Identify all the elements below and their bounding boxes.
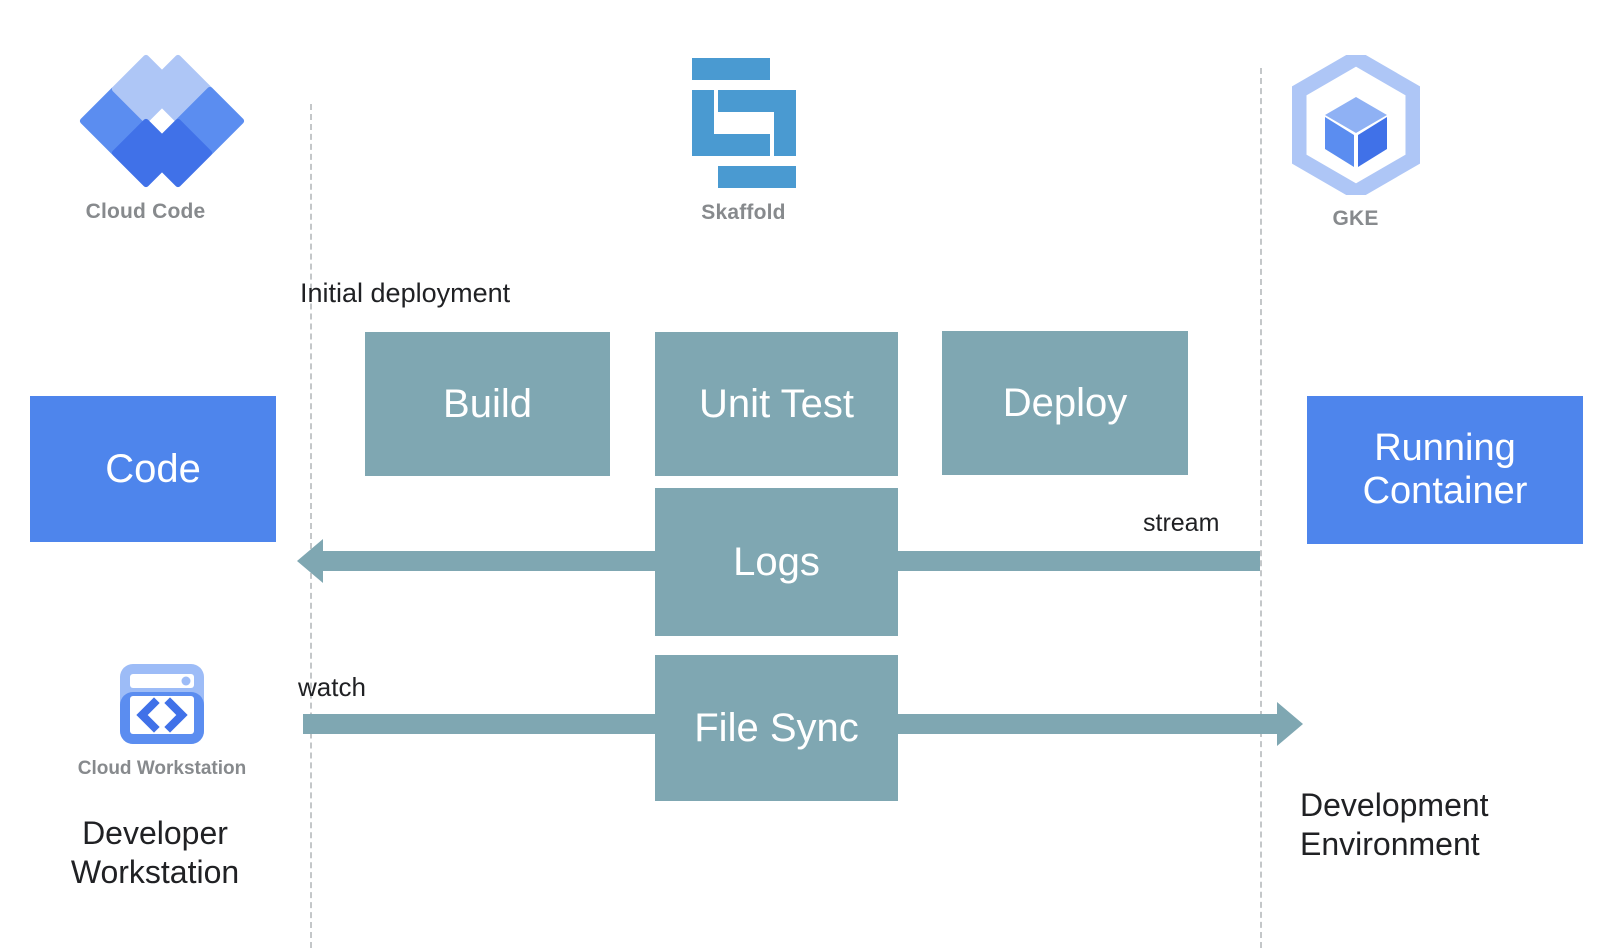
- gke-hexagon-cube-icon: [1291, 49, 1420, 201]
- box-unit-test[interactable]: Unit Test: [655, 332, 898, 476]
- label-initial-deployment: Initial deployment: [300, 278, 511, 308]
- boundary-line-left: [310, 104, 312, 948]
- cloud-code-icon: [71, 53, 245, 189]
- gke-caption: GKE: [1332, 207, 1379, 230]
- browser-code-icon: [120, 664, 204, 744]
- skaffold-logo-group: Skaffold: [636, 58, 851, 225]
- box-build[interactable]: Build: [365, 332, 610, 476]
- cloud-workstation-group: Cloud Workstation: [52, 658, 272, 780]
- skaffold-icon: [684, 58, 804, 188]
- boundary-line-right: [1260, 68, 1262, 948]
- box-deploy[interactable]: Deploy: [942, 331, 1188, 475]
- label-stream: stream: [1143, 509, 1220, 537]
- box-logs[interactable]: Logs: [655, 488, 898, 636]
- box-running-container[interactable]: Running Container: [1307, 396, 1583, 544]
- cloud-workstation-icon: [116, 658, 208, 750]
- logs-arrow-head-left: [297, 539, 323, 583]
- gke-icon: [1291, 49, 1420, 201]
- file-sync-arrow-head-right: [1277, 702, 1303, 746]
- gke-logo-group: GKE: [1248, 49, 1463, 231]
- caption-developer-workstation: Developer Workstation: [70, 815, 240, 891]
- skaffold-caption: Skaffold: [701, 201, 786, 224]
- caption-development-environment: Development Environment: [1300, 787, 1489, 863]
- box-file-sync[interactable]: File Sync: [655, 655, 898, 801]
- cloud-workstation-caption: Cloud Workstation: [77, 758, 247, 779]
- cloud-code-caption: Cloud Code: [85, 200, 206, 223]
- box-code[interactable]: Code: [30, 396, 276, 542]
- label-watch: watch: [298, 672, 366, 702]
- cloud-code-logo-group: Cloud Code: [38, 53, 253, 224]
